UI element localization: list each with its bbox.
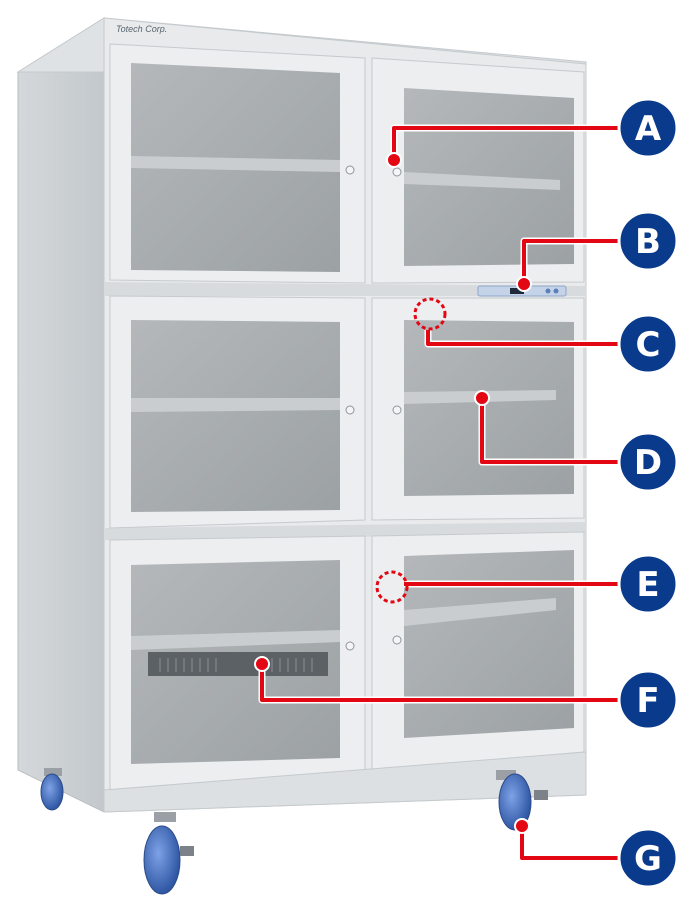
cabinet-base bbox=[103, 751, 587, 813]
door-handle[interactable] bbox=[345, 165, 355, 175]
shelf bbox=[131, 398, 340, 412]
callout-letter-d: D bbox=[634, 443, 662, 483]
marker-b bbox=[516, 276, 532, 292]
leader-d bbox=[480, 398, 620, 464]
dehumidifier-unit bbox=[148, 652, 328, 676]
door-handle[interactable] bbox=[392, 167, 402, 177]
callout-letter-c: C bbox=[636, 325, 661, 365]
caster-wheel bbox=[143, 812, 194, 895]
door-handle[interactable] bbox=[345, 405, 355, 415]
callout-badge-b: B bbox=[617, 210, 679, 272]
divider-upper bbox=[104, 282, 586, 296]
door-top-left[interactable] bbox=[109, 43, 366, 284]
leader-a bbox=[392, 126, 620, 160]
door-middle-left[interactable] bbox=[109, 295, 366, 529]
control-button[interactable] bbox=[545, 288, 551, 294]
marker-f bbox=[254, 656, 270, 672]
leader-b bbox=[522, 239, 620, 280]
caster-wheel bbox=[496, 770, 548, 831]
callout-letter-b: B bbox=[635, 222, 661, 262]
dehumidifier-vents bbox=[159, 658, 313, 672]
cabinet-side-panel bbox=[17, 17, 105, 813]
marker-d bbox=[474, 390, 490, 406]
callout-badge-e: E bbox=[617, 553, 679, 615]
shelf bbox=[131, 630, 340, 650]
leader-f bbox=[260, 664, 620, 702]
brand-label: Totech Corp. bbox=[116, 24, 167, 34]
callout-leaders bbox=[258, 124, 620, 862]
control-button[interactable] bbox=[553, 288, 559, 294]
callout-letter-e: E bbox=[636, 565, 659, 605]
door-handle[interactable] bbox=[345, 641, 355, 651]
glass-pane bbox=[404, 320, 574, 496]
callout-letter-g: G bbox=[634, 839, 662, 879]
leader-g bbox=[520, 826, 620, 860]
marker-a bbox=[386, 152, 402, 168]
door-handle[interactable] bbox=[392, 635, 402, 645]
callout-badge-f: F bbox=[617, 669, 679, 731]
marker-g bbox=[514, 818, 530, 834]
leader-c bbox=[426, 330, 620, 346]
callout-badge-d: D bbox=[617, 431, 679, 493]
door-middle-right[interactable] bbox=[371, 297, 585, 521]
callout-badge-g: G bbox=[617, 827, 679, 889]
callout-badge-c: C bbox=[617, 313, 679, 375]
marker-e-ring bbox=[375, 570, 409, 604]
door-handle[interactable] bbox=[392, 405, 402, 415]
callout-markers bbox=[254, 152, 532, 834]
marker-c-ring bbox=[413, 297, 447, 331]
door-bottom-right[interactable] bbox=[371, 531, 585, 771]
shelf bbox=[131, 156, 340, 172]
door-bottom-left[interactable] bbox=[109, 535, 366, 791]
shelf bbox=[404, 172, 560, 190]
caster-wheel bbox=[40, 768, 64, 811]
callout-letter-f: F bbox=[636, 681, 659, 721]
callout-badges: A B C D E F G bbox=[617, 97, 679, 889]
callout-letter-a: A bbox=[635, 109, 662, 149]
display-screen bbox=[510, 288, 524, 294]
shelf bbox=[404, 598, 556, 626]
glass-pane bbox=[404, 550, 574, 738]
door-top-right[interactable] bbox=[371, 57, 585, 284]
leader-g bbox=[518, 826, 620, 862]
glass-pane bbox=[131, 320, 340, 512]
callout-badge-a: A bbox=[617, 97, 679, 159]
